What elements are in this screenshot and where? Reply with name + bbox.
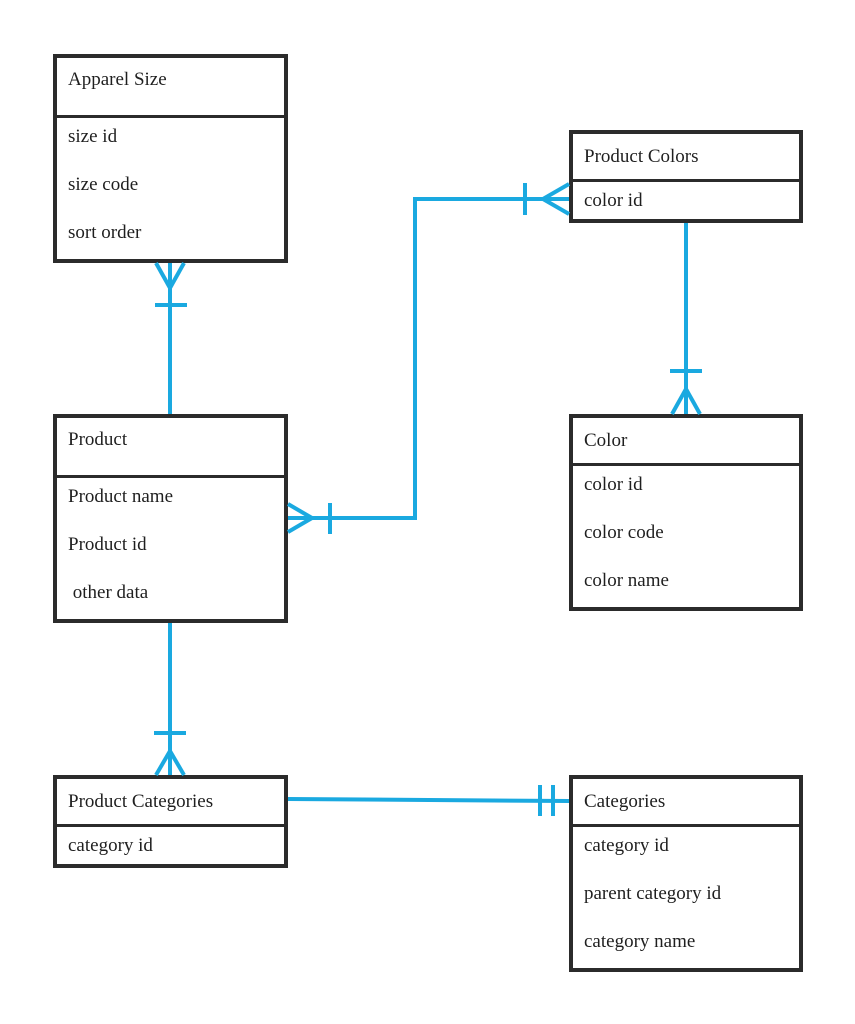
relationship-product-colors-color[interactable] <box>670 223 702 415</box>
relationship-product-apparel-size[interactable] <box>154 262 187 414</box>
attribute-product-name: Product name <box>68 486 174 507</box>
attribute-size-code: size code <box>68 174 139 195</box>
entity-categories[interactable]: Categories category id parent category i… <box>569 775 803 972</box>
entity-title: Product Colors <box>573 134 799 182</box>
entity-apparel-size[interactable]: Apparel Size size id size code sort orde… <box>53 54 288 263</box>
entity-title: Product <box>57 418 284 478</box>
entity-product-colors[interactable]: Product Colors color id <box>569 130 803 223</box>
relationship-product-product-categories[interactable] <box>154 623 186 777</box>
attribute-sort-order: sort order <box>68 222 142 243</box>
attribute-color-name: color name <box>584 570 669 591</box>
attribute-parent-category-id: parent category id <box>584 883 722 904</box>
relationship-product-product-colors[interactable] <box>286 182 570 534</box>
attribute-other-data: other data <box>68 582 149 603</box>
entity-title: Color <box>573 418 799 466</box>
entity-title: Apparel Size <box>57 58 284 118</box>
relationship-product-categories-categories[interactable] <box>287 785 570 816</box>
attribute-category-id: category id <box>68 835 153 856</box>
attribute-product-id: Product id <box>68 534 147 555</box>
entity-title: Categories <box>573 779 799 827</box>
attribute-category-id: category id <box>584 835 669 856</box>
entity-title: Product Categories <box>57 779 284 827</box>
attribute-size-id: size id <box>68 126 118 147</box>
attribute-color-code: color code <box>584 522 664 543</box>
attribute-color-id: color id <box>584 190 643 211</box>
attribute-category-name: category name <box>584 931 696 952</box>
attribute-color-id: color id <box>584 474 643 495</box>
entity-product-categories[interactable]: Product Categories category id <box>53 775 288 868</box>
entity-color[interactable]: Color color id color code color name <box>569 414 803 611</box>
entity-product[interactable]: Product Product name Product id other da… <box>53 414 288 623</box>
